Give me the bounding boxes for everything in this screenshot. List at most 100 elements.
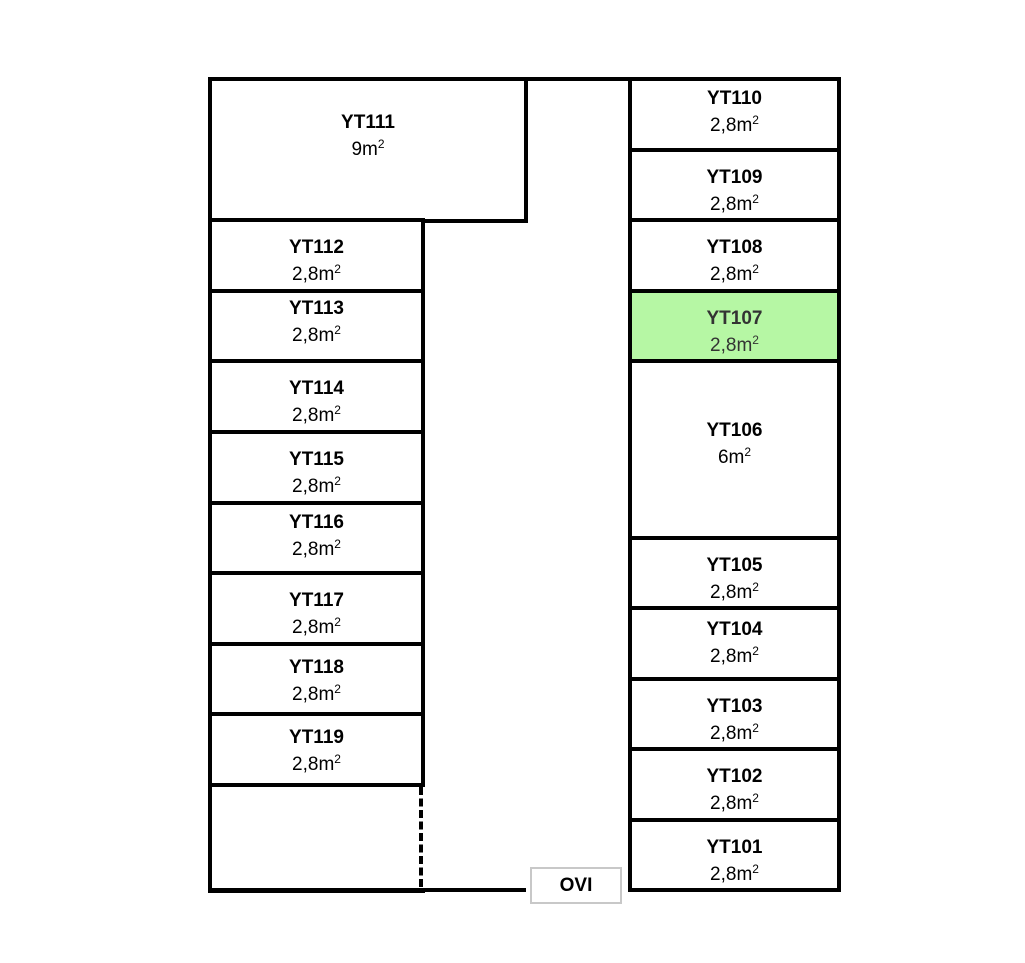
area-exponent: 2 (334, 474, 341, 488)
area-value: 2,8m (292, 405, 335, 426)
area-exponent: 2 (744, 445, 752, 459)
area-exponent: 2 (334, 537, 341, 551)
unit-label: YT117 (289, 590, 344, 611)
unit-area: 2,8m2 (212, 472, 421, 502)
unit-label: YT103 (706, 696, 763, 717)
unit-area: 2,8m2 (632, 111, 837, 141)
area-exponent: 2 (334, 752, 341, 766)
area-value: 2,8m (710, 646, 753, 667)
unit-label: YT116 (289, 512, 344, 533)
unit-label: YT105 (706, 555, 763, 576)
unit-label: YT113 (289, 298, 344, 319)
area-exponent: 2 (752, 113, 759, 127)
empty-area (208, 783, 425, 893)
unit-area: 2,8m2 (212, 401, 421, 431)
unit-area: 9m2 (212, 135, 524, 165)
area-value: 2,8m (710, 115, 753, 136)
unit-label: YT101 (706, 837, 763, 858)
unit-label: YT114 (289, 378, 344, 399)
area-exponent: 2 (752, 580, 759, 594)
unit-area: 2,8m2 (212, 260, 421, 290)
area-value: 2,8m (292, 476, 335, 497)
unit-area: 2,8m2 (632, 789, 837, 819)
unit-area: 2,8m2 (212, 321, 421, 351)
unit-area: 2,8m2 (632, 642, 837, 672)
area-value: 2,8m (292, 539, 335, 560)
area-value: 2,8m (292, 617, 335, 638)
unit-label: YT111 (341, 112, 395, 133)
corridor-top-wall (524, 77, 634, 81)
unit-label: YT112 (289, 237, 344, 258)
unit-label: YT108 (706, 237, 763, 258)
bottom-wall (208, 888, 526, 892)
area-value: 2,8m (710, 335, 753, 356)
unit-area: 2,8m2 (632, 260, 837, 290)
area-value: 2,8m (292, 754, 335, 775)
area-exponent: 2 (752, 791, 759, 805)
area-exponent: 2 (334, 262, 341, 276)
unit-area: 6m2 (632, 443, 837, 473)
area-value: 2,8m (710, 793, 753, 814)
unit-area: 2,8m2 (212, 750, 421, 780)
unit-area: 2,8m2 (632, 719, 837, 749)
dashed-wall (419, 787, 423, 887)
area-value: 2,8m (292, 264, 335, 285)
area-value: 2,8m (292, 684, 335, 705)
unit-label: YT119 (289, 727, 344, 748)
unit-area: 2,8m2 (212, 613, 421, 643)
unit-label: YT104 (706, 619, 763, 640)
area-value: 9m (351, 139, 378, 160)
unit-label: YT106 (706, 420, 763, 441)
area-exponent: 2 (752, 644, 759, 658)
area-exponent: 2 (752, 333, 759, 347)
area-value: 2,8m (710, 194, 753, 215)
door-ovi[interactable]: OVI (530, 867, 622, 904)
area-exponent: 2 (334, 682, 341, 696)
area-exponent: 2 (377, 137, 385, 151)
unit-label: YT107 (706, 308, 763, 329)
unit-area: 2,8m2 (632, 190, 837, 220)
area-value: 2,8m (710, 264, 753, 285)
unit-label: YT109 (706, 167, 763, 188)
area-exponent: 2 (334, 403, 341, 417)
area-exponent: 2 (752, 192, 759, 206)
area-value: 6m (717, 447, 745, 468)
area-value: 2,8m (710, 582, 753, 603)
area-value: 2,8m (710, 723, 753, 744)
area-exponent: 2 (334, 615, 341, 629)
unit-area: 2,8m2 (632, 860, 837, 890)
area-exponent: 2 (752, 721, 759, 735)
unit-label: YT102 (706, 766, 763, 787)
area-value: 2,8m (710, 864, 753, 885)
unit-label: YT110 (707, 88, 762, 109)
area-exponent: 2 (334, 323, 341, 337)
unit-label: YT115 (289, 449, 344, 470)
unit-label: YT118 (289, 657, 344, 678)
unit-area: 2,8m2 (632, 331, 837, 361)
area-exponent: 2 (752, 862, 759, 876)
unit-area: 2,8m2 (632, 578, 837, 608)
unit-area: 2,8m2 (212, 680, 421, 710)
area-exponent: 2 (752, 262, 759, 276)
unit-area: 2,8m2 (212, 535, 421, 565)
area-value: 2,8m (292, 325, 335, 346)
